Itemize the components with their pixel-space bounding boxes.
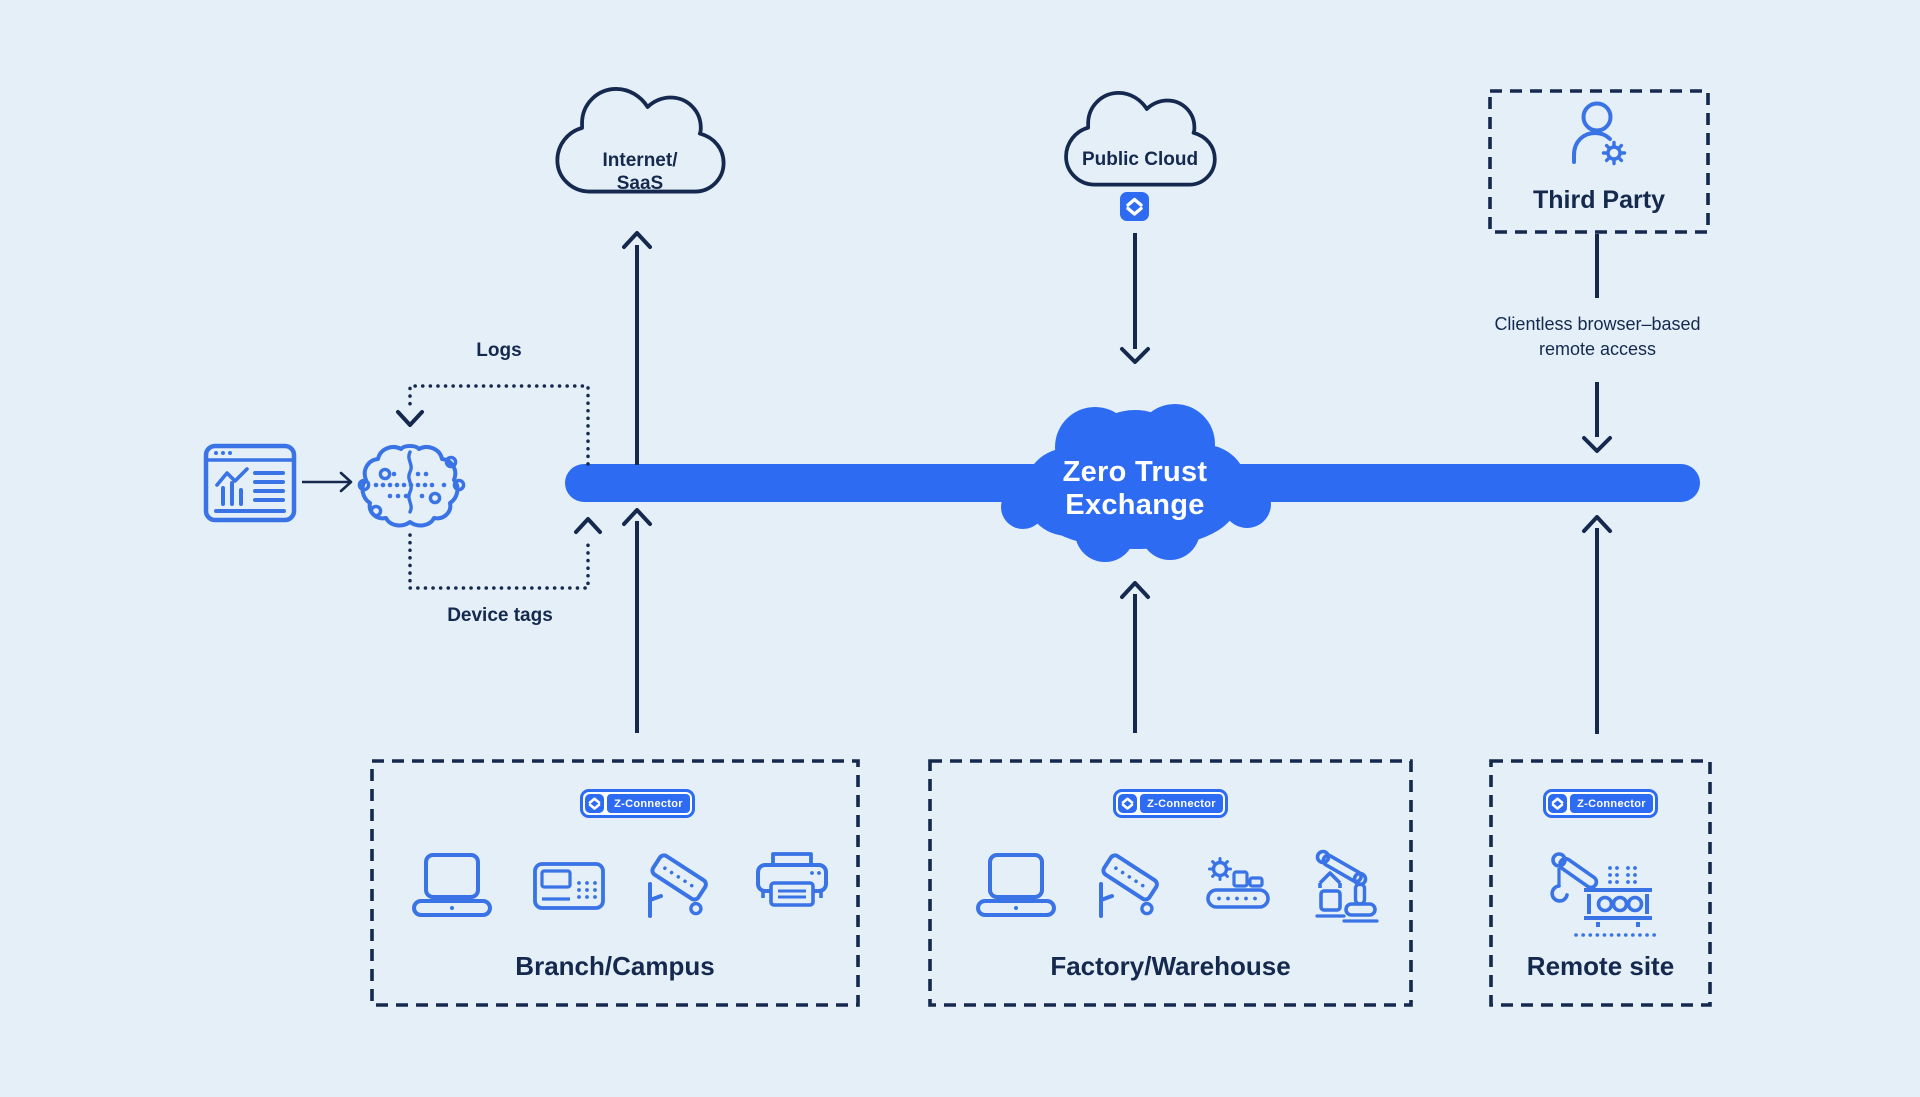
connector-label: Z-Connector bbox=[607, 794, 690, 813]
factory-z-connector-badge: Z-Connector bbox=[1113, 789, 1228, 818]
laptop-icon bbox=[412, 853, 492, 917]
analytics-dashboard-icon bbox=[203, 443, 297, 523]
security-camera-icon bbox=[1099, 853, 1159, 918]
factory-to-exchange-arrow bbox=[1120, 581, 1150, 733]
ai-brain-icon bbox=[357, 444, 466, 528]
zero-trust-exchange-cloud bbox=[1001, 404, 1271, 562]
internet-saas-cloud-outline bbox=[555, 87, 726, 194]
logs-label: Logs bbox=[476, 340, 522, 361]
remote-z-connector-badge: Z-Connector bbox=[1543, 789, 1658, 818]
control-panel-icon bbox=[533, 862, 605, 910]
connector-label: Z-Connector bbox=[1570, 794, 1653, 813]
third-party-label: Third Party bbox=[1533, 186, 1665, 214]
factory-warehouse-box bbox=[928, 759, 1413, 1007]
remote-to-exchange-arrow bbox=[1582, 515, 1612, 734]
dashboard-to-ai-arrow bbox=[302, 471, 353, 493]
exchange-to-internet-arrow bbox=[622, 231, 652, 465]
device-tags-label: Device tags bbox=[447, 605, 553, 626]
device-tags-feedback-path bbox=[408, 517, 602, 590]
printer-icon bbox=[756, 852, 828, 907]
laptop-icon bbox=[976, 853, 1056, 917]
remote-site-box bbox=[1489, 759, 1712, 1007]
security-camera-icon bbox=[648, 853, 708, 918]
zero-trust-exchange-label: Zero Trust Exchange bbox=[1062, 456, 1208, 521]
public-cloud-outline bbox=[1064, 90, 1217, 187]
robot-arm-icon bbox=[1315, 849, 1379, 923]
remote-access-note: Clientless browser–based remote access bbox=[1494, 314, 1701, 359]
connector-chevrons-icon bbox=[1120, 192, 1149, 221]
third-party-box bbox=[1488, 89, 1710, 234]
third-party-user-gear-icon bbox=[1572, 101, 1627, 166]
branch-to-exchange-arrow bbox=[622, 508, 652, 733]
connector-chevrons-icon bbox=[1548, 794, 1567, 813]
third-party-line bbox=[1595, 234, 1599, 298]
connector-label: Z-Connector bbox=[1140, 794, 1223, 813]
public-cloud-to-exchange-arrow bbox=[1120, 233, 1150, 364]
conveyor-automation-icon bbox=[1206, 857, 1270, 909]
construction-rig-icon bbox=[1550, 852, 1660, 937]
factory-warehouse-label: Factory/Warehouse bbox=[1050, 951, 1291, 981]
connector-chevrons-icon bbox=[1118, 794, 1137, 813]
third-party-to-exchange-arrow bbox=[1582, 382, 1612, 453]
remote-site-label: Remote site bbox=[1526, 951, 1675, 981]
internet-saas-label: Internet/ SaaS bbox=[602, 150, 678, 194]
connector-chevrons-icon bbox=[585, 794, 604, 813]
branch-campus-label: Branch/Campus bbox=[515, 951, 715, 981]
branch-campus-box bbox=[370, 759, 860, 1007]
public-cloud-label: Public Cloud bbox=[1081, 149, 1199, 170]
branch-z-connector-badge: Z-Connector bbox=[580, 789, 695, 818]
logs-feedback-path bbox=[396, 384, 590, 466]
